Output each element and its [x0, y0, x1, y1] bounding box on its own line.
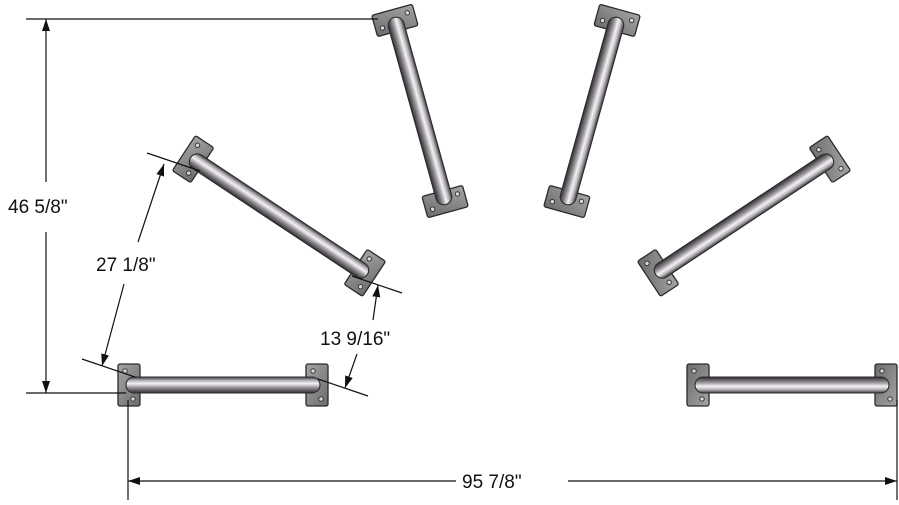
- screw-hole: [366, 256, 372, 262]
- height-dimension: 46 5/8": [8, 18, 378, 394]
- grab-bar-6: [686, 363, 898, 407]
- screw-hole: [194, 142, 201, 148]
- offset-dimension-line-upper: [372, 284, 381, 321]
- grab-bar-tube: [559, 16, 625, 206]
- screw-hole: [887, 396, 893, 402]
- diagonal-extension-top: [146, 152, 201, 172]
- screw-hole: [318, 396, 324, 402]
- grab-bar-4: [543, 4, 641, 218]
- screw-hole: [404, 10, 410, 16]
- grab-bar-5: [637, 135, 851, 297]
- screw-hole: [578, 198, 585, 205]
- screw-hole: [357, 284, 364, 290]
- grab-bar-1: [117, 363, 329, 407]
- offset-dimension: 13 9/16": [317, 275, 403, 397]
- diagonal-dimension-line-upper: [137, 163, 165, 243]
- screw-hole: [454, 191, 461, 197]
- screw-hole: [879, 368, 885, 374]
- grab-bar-3: [371, 4, 469, 218]
- screw-hole: [699, 396, 705, 402]
- screw-hole: [691, 368, 697, 374]
- width-label: 95 7/8": [462, 472, 522, 493]
- grab-bar-2: [172, 135, 386, 297]
- grab-bars-group: [117, 4, 898, 407]
- screw-hole: [644, 260, 650, 267]
- offset-extension-top: [351, 275, 403, 294]
- diagonal-extension-bottom: [81, 358, 136, 378]
- screw-hole: [430, 206, 436, 212]
- diagonal-dimension-line-lower: [101, 283, 125, 367]
- offset-dimension-line-lower: [344, 353, 358, 389]
- grab-bar-tube: [125, 376, 321, 394]
- screw-hole: [816, 147, 822, 153]
- height-label: 46 5/8": [8, 197, 68, 218]
- diagonal-label: 27 1/8": [96, 255, 156, 276]
- screw-hole: [666, 279, 672, 285]
- grab-bar-tube: [653, 153, 835, 279]
- screw-hole: [599, 17, 606, 24]
- screw-hole: [838, 165, 844, 172]
- grab-bar-tube: [694, 376, 890, 394]
- diagonal-dimension: 27 1/8": [81, 152, 201, 378]
- grab-bar-tube: [188, 153, 370, 279]
- screw-hole: [379, 25, 386, 31]
- grab-bar-tube: [387, 16, 453, 206]
- screw-hole: [549, 199, 555, 205]
- screw-hole: [130, 396, 136, 402]
- screw-hole: [310, 368, 316, 374]
- screw-hole: [186, 170, 192, 176]
- offset-extension-bottom: [317, 378, 369, 397]
- screw-hole: [629, 17, 635, 23]
- offset-label: 13 9/16": [320, 329, 390, 350]
- width-dimension: 95 7/8": [127, 400, 898, 500]
